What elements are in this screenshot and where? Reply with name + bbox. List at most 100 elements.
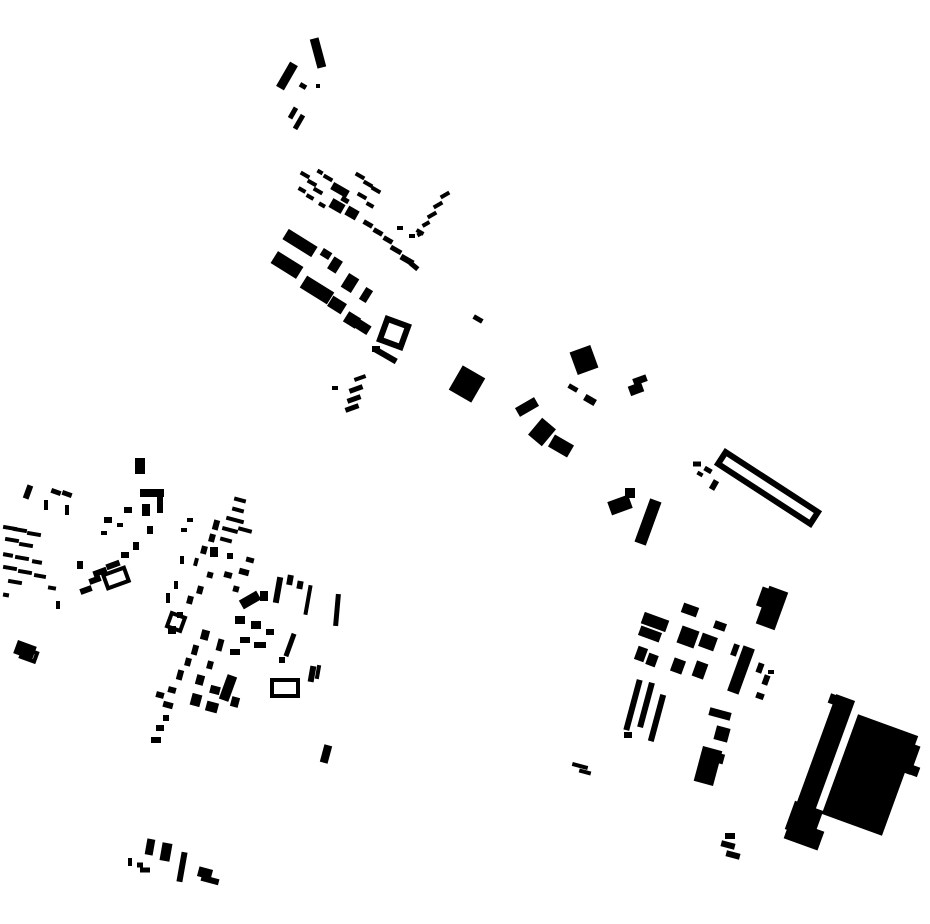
building <box>416 230 424 238</box>
building <box>720 840 736 850</box>
building <box>327 295 347 315</box>
building <box>270 251 304 279</box>
building <box>322 173 334 183</box>
building <box>287 106 299 120</box>
building <box>240 637 250 643</box>
building <box>77 561 83 569</box>
building <box>194 674 206 686</box>
building <box>47 585 57 591</box>
building <box>187 518 193 522</box>
building <box>17 568 33 576</box>
building <box>155 691 165 699</box>
building <box>680 602 700 618</box>
building <box>472 314 484 324</box>
building <box>372 346 380 352</box>
building <box>79 585 93 595</box>
building <box>578 768 592 776</box>
building <box>409 234 415 238</box>
building <box>755 691 765 701</box>
building <box>382 235 394 245</box>
building <box>408 260 420 272</box>
building <box>56 601 60 609</box>
building <box>306 178 318 188</box>
building <box>218 674 238 702</box>
building <box>200 874 220 886</box>
building <box>344 205 360 221</box>
building <box>18 541 34 549</box>
building <box>174 581 178 589</box>
building <box>625 488 635 498</box>
building <box>166 593 170 603</box>
building <box>272 576 284 604</box>
building <box>279 657 285 663</box>
building <box>439 190 451 200</box>
building <box>303 584 313 616</box>
building <box>761 674 771 686</box>
building <box>283 632 297 658</box>
building <box>827 693 843 707</box>
building <box>215 638 225 652</box>
building <box>245 556 255 564</box>
building <box>312 186 324 196</box>
building <box>821 714 919 836</box>
building <box>362 179 374 189</box>
building <box>104 517 112 523</box>
building <box>163 715 169 721</box>
building <box>307 665 317 683</box>
building <box>328 198 346 214</box>
building <box>299 170 311 180</box>
building <box>567 383 579 393</box>
building <box>299 275 335 305</box>
building <box>327 256 343 274</box>
building <box>332 386 338 390</box>
building <box>286 574 294 586</box>
building <box>186 595 194 605</box>
building <box>211 519 221 531</box>
building <box>101 531 107 535</box>
building <box>199 629 211 641</box>
building <box>297 186 307 194</box>
building <box>196 866 214 880</box>
building <box>206 660 214 670</box>
building <box>142 504 150 516</box>
building <box>235 616 245 624</box>
building <box>210 547 218 557</box>
building <box>219 536 233 544</box>
building <box>7 578 23 586</box>
building <box>309 37 327 69</box>
building <box>61 489 73 499</box>
building <box>607 494 633 516</box>
building <box>708 707 732 721</box>
courtyard-building <box>376 315 412 351</box>
building <box>282 228 318 258</box>
building <box>316 168 324 176</box>
building <box>147 526 153 534</box>
building <box>305 193 315 201</box>
building <box>230 649 240 655</box>
courtyard-building <box>164 610 188 634</box>
building <box>346 394 362 404</box>
building <box>703 465 713 475</box>
building <box>713 725 731 743</box>
building <box>712 620 728 632</box>
courtyard-building <box>18 645 40 665</box>
building <box>238 567 250 577</box>
building <box>637 625 663 643</box>
building <box>128 858 132 866</box>
building <box>229 696 241 708</box>
building <box>227 553 233 559</box>
building <box>319 247 333 261</box>
building <box>316 84 320 88</box>
building <box>140 867 150 873</box>
building <box>370 185 382 195</box>
building <box>432 200 444 210</box>
building <box>167 686 177 694</box>
building <box>330 182 350 198</box>
building <box>180 556 184 564</box>
building <box>633 645 649 663</box>
building <box>755 662 765 674</box>
building <box>632 374 648 386</box>
building <box>105 559 121 571</box>
building <box>12 526 28 534</box>
building <box>176 851 188 883</box>
